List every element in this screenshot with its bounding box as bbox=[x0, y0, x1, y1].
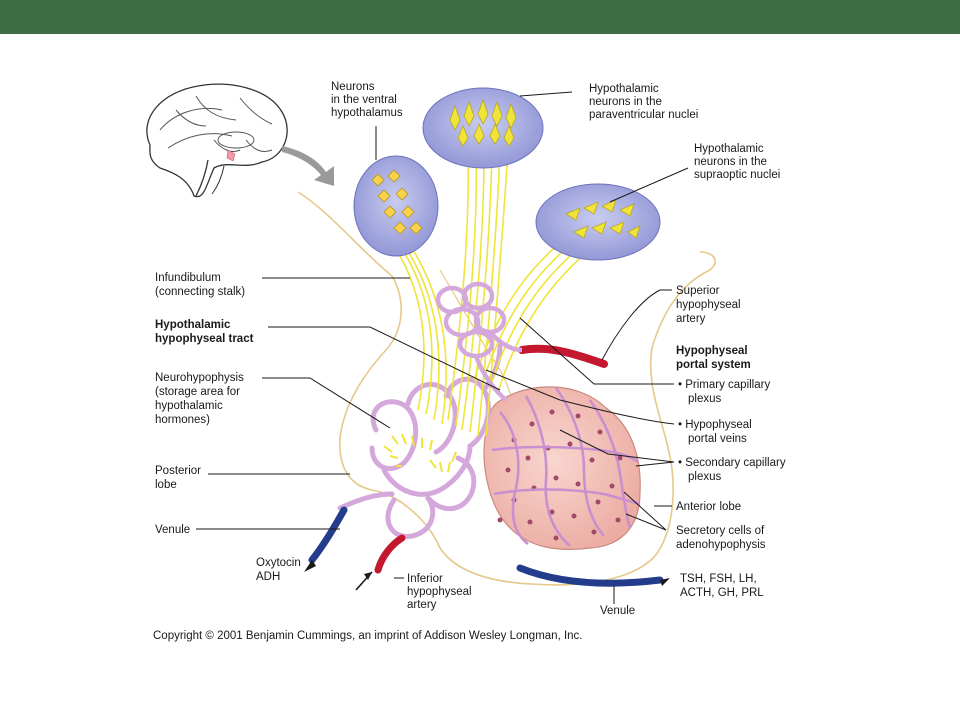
label-hormones-1: TSH, FSH, LH, bbox=[680, 573, 757, 585]
label-supraoptic-1: Hypothalamic bbox=[694, 143, 764, 155]
label-neurohypophysis-3: hypothalamic bbox=[155, 400, 223, 412]
inferior-hypophyseal-artery bbox=[374, 534, 406, 574]
label-venule-bottom: Venule bbox=[600, 605, 635, 617]
anterior-lobe bbox=[483, 386, 641, 550]
label-superior-artery-2: hypophyseal bbox=[676, 299, 741, 311]
label-neurohypophysis-1: Neurohypophysis bbox=[155, 372, 244, 384]
svg-text:Neurohypophysis(storage area f: Neurohypophysis (storage area for hypothal… bbox=[155, 372, 244, 426]
svg-text:TSH, FSH, LH,ACTH, GH, PRL: TSH, FSH, LH, ACTH, GH, PRL bbox=[680, 573, 764, 599]
label-neurons-ventral-2: in the ventral bbox=[331, 94, 397, 106]
posterior-capillary-loops bbox=[337, 343, 503, 539]
label-superior-artery-3: artery bbox=[676, 313, 706, 325]
label-supraoptic-2: neurons in the bbox=[694, 156, 767, 168]
label-portal-veins-2: portal veins bbox=[688, 433, 747, 445]
brain-sketch bbox=[146, 83, 288, 198]
label-secretory-cells-1: Secretory cells of bbox=[676, 525, 765, 537]
axon-terminals bbox=[383, 433, 457, 473]
zoom-arrow bbox=[282, 146, 334, 186]
label-neurohypophysis-4: hormones) bbox=[155, 414, 210, 426]
pituitary-outline bbox=[297, 191, 716, 586]
label-primary-plexus-2: plexus bbox=[688, 393, 721, 405]
label-primary-plexus-1: • Primary capillary bbox=[678, 379, 770, 391]
label-secondary-plexus-1: • Secondary capillary bbox=[678, 457, 786, 469]
label-inferior-artery-3: artery bbox=[407, 599, 437, 611]
label-venule-left: Venule bbox=[155, 524, 190, 536]
venule-bottom-arrowhead bbox=[660, 578, 670, 586]
label-portal-veins-1: • Hypophyseal bbox=[678, 419, 752, 431]
label-paraventricular-1: Hypothalamic bbox=[589, 83, 659, 95]
label-tract-2: hypophyseal tract bbox=[155, 333, 254, 345]
label-anterior-lobe: Anterior lobe bbox=[676, 501, 741, 513]
supraoptic-nucleus bbox=[535, 183, 661, 261]
label-neurons-ventral-1: Neurons bbox=[331, 81, 375, 93]
superior-hypophyseal-artery bbox=[518, 344, 608, 368]
label-portal-system-1: Hypophyseal bbox=[676, 345, 748, 357]
label-posterior-lobe-1: Posterior bbox=[155, 465, 201, 477]
label-tract-1: Hypothalamic bbox=[155, 319, 231, 331]
label-neurons-ventral-3: hypothalamus bbox=[331, 107, 403, 119]
supraoptic-neurons bbox=[565, 199, 641, 239]
pituitary-highlight bbox=[226, 149, 236, 162]
venule-left-arrowhead bbox=[304, 560, 316, 572]
label-supraoptic-3: supraoptic nuclei bbox=[694, 169, 780, 181]
label-portal-system-2: portal system bbox=[676, 359, 751, 371]
label-paraventricular-2: neurons in the bbox=[589, 96, 662, 108]
paraventricular-neurons bbox=[449, 98, 517, 147]
venule-left bbox=[308, 506, 348, 564]
primary-capillary-plexus bbox=[435, 281, 523, 402]
label-neurohypophysis-2: (storage area for bbox=[155, 386, 240, 398]
venule-bottom bbox=[516, 564, 664, 587]
label-paraventricular-3: paraventricular nuclei bbox=[589, 109, 698, 121]
label-infundibulum-2: (connecting stalk) bbox=[155, 286, 245, 298]
label-adh: ADH bbox=[256, 571, 280, 583]
copyright-line: Copyright © 2001 Benjamin Cummings, an i… bbox=[153, 630, 583, 642]
label-hormones-2: ACTH, GH, PRL bbox=[680, 587, 764, 599]
label-inferior-artery-1: Inferior bbox=[407, 573, 443, 585]
title-banner bbox=[0, 0, 960, 34]
ventral-hypothalamus-nucleus bbox=[353, 155, 439, 257]
label-oxytocin: Oxytocin bbox=[256, 557, 301, 569]
label-secretory-cells-2: adenohypophysis bbox=[676, 539, 766, 551]
label-posterior-lobe-2: lobe bbox=[155, 479, 177, 491]
paraventricular-nucleus bbox=[422, 87, 544, 169]
svg-text:Infundibulum(connecting stalk): Infundibulum (connecting stalk) bbox=[155, 272, 245, 298]
label-infundibulum-1: Infundibulum bbox=[155, 272, 221, 284]
leader-lines bbox=[196, 91, 689, 604]
label-secondary-plexus-2: plexus bbox=[688, 471, 721, 483]
label-superior-artery-1: Superior bbox=[676, 285, 720, 297]
ventral-neurons bbox=[371, 169, 423, 235]
label-inferior-artery-2: hypophyseal bbox=[407, 586, 472, 598]
